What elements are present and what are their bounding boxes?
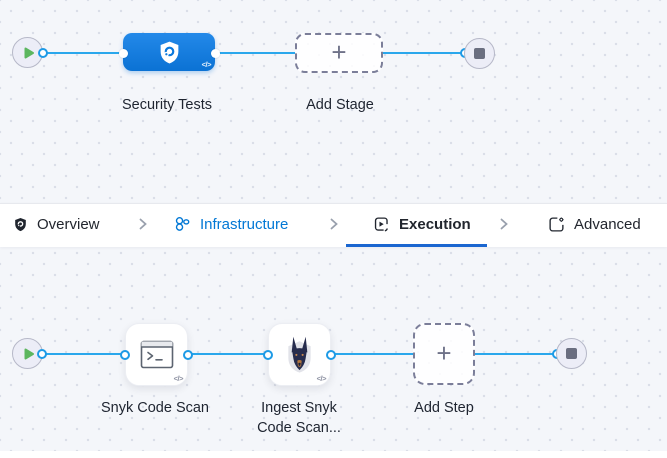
terminal-icon xyxy=(140,340,174,370)
connector-point xyxy=(211,49,220,58)
connector-line xyxy=(42,353,125,355)
connector-point xyxy=(37,349,47,359)
shield-icon xyxy=(13,217,28,232)
step-node-ingest-snyk[interactable]: </> xyxy=(268,323,331,386)
code-badge: </> xyxy=(201,60,212,69)
tab-execution-label: Execution xyxy=(399,215,471,233)
step-label-line2: Code Scan... xyxy=(257,420,341,436)
infrastructure-icon xyxy=(173,215,191,233)
chevron-right-icon xyxy=(139,218,147,230)
step-label: Ingest Snyk Code Scan... xyxy=(239,398,359,438)
plus-icon: + xyxy=(331,37,347,67)
connector-point xyxy=(183,350,193,360)
connector-line xyxy=(43,52,123,54)
connector-point xyxy=(263,350,273,360)
snyk-logo-icon xyxy=(283,335,316,374)
stage-label: Security Tests xyxy=(122,97,212,113)
connector-line xyxy=(215,52,295,54)
code-badge: </> xyxy=(316,374,327,383)
step-label: Snyk Code Scan xyxy=(100,400,209,416)
tab-overview-label: Overview xyxy=(37,215,100,233)
chevron-right-icon xyxy=(500,218,508,230)
tab-infrastructure[interactable]: Infrastructure xyxy=(173,204,288,244)
step-node-snyk-code-scan[interactable]: </> xyxy=(125,323,188,386)
execution-icon xyxy=(373,216,390,233)
connector-point xyxy=(120,350,130,360)
stop-icon xyxy=(566,348,577,359)
connector-point xyxy=(38,48,48,58)
add-stage-label: Add Stage xyxy=(306,97,374,113)
tab-advanced[interactable]: Advanced xyxy=(548,204,641,244)
tab-overview[interactable]: Overview xyxy=(13,204,100,244)
code-badge: </> xyxy=(173,374,184,383)
plus-icon: + xyxy=(436,338,452,368)
play-icon xyxy=(23,347,35,361)
execution-end-node xyxy=(556,338,587,369)
tab-execution[interactable]: Execution xyxy=(373,204,471,244)
tab-advanced-label: Advanced xyxy=(574,215,641,233)
connector-line xyxy=(188,353,268,355)
connector-point xyxy=(119,49,128,58)
connector-line xyxy=(475,353,557,355)
pipeline-end-node xyxy=(464,38,495,69)
connector-line xyxy=(383,52,465,54)
connector-point xyxy=(326,350,336,360)
advanced-icon xyxy=(548,216,565,233)
connector-line xyxy=(331,353,413,355)
active-tab-indicator xyxy=(346,244,487,247)
chevron-right-icon xyxy=(330,218,338,230)
stage-node-security-tests[interactable]: </> xyxy=(123,33,215,71)
stop-icon xyxy=(474,48,485,59)
bottom-strip xyxy=(0,451,667,458)
shield-scan-icon xyxy=(157,40,182,65)
tab-infrastructure-label: Infrastructure xyxy=(200,215,289,233)
add-step-label: Add Step xyxy=(414,400,474,416)
stage-config-tabbar: Overview Infrastructure xyxy=(0,203,667,247)
play-icon xyxy=(23,46,35,60)
add-stage-button[interactable]: + xyxy=(295,33,383,73)
step-label-line1: Ingest Snyk xyxy=(261,400,337,416)
add-step-button[interactable]: + xyxy=(413,323,475,385)
